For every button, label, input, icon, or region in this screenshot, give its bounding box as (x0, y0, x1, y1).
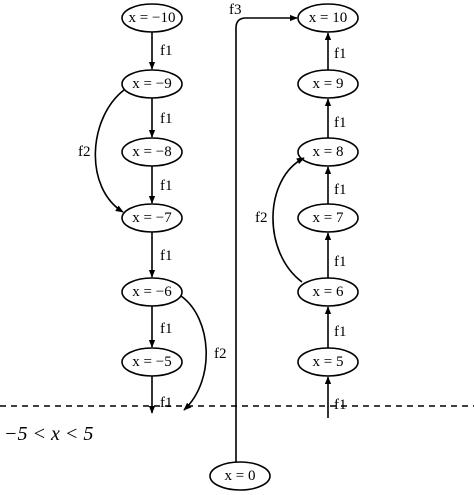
node-label: x = 8 (313, 144, 344, 160)
node-x-minus-6: x = −6 (121, 277, 183, 307)
edge-label-f3: f3 (229, 2, 242, 18)
edge-label-f2: f2 (214, 346, 227, 362)
node-x-5: x = 5 (297, 347, 359, 377)
edge-label-f1: f1 (334, 324, 347, 340)
node-x-6: x = 6 (297, 277, 359, 307)
edge-label-f1: f1 (160, 178, 173, 194)
region-label: −5 < x < 5 (4, 423, 93, 445)
edge-f3-0-10 (235, 14, 298, 462)
edge-label-f1: f1 (160, 395, 173, 411)
node-label: x = 7 (313, 210, 344, 226)
edge-label-f1: f1 (160, 321, 173, 337)
node-x-9: x = 9 (297, 69, 359, 99)
node-x-0: x = 0 (209, 461, 271, 491)
edge-label-f1: f1 (160, 43, 173, 59)
node-x-minus-7: x = −7 (121, 203, 183, 233)
node-x-10: x = 10 (297, 3, 359, 33)
node-x-minus-8: x = −8 (121, 137, 183, 167)
node-x-8: x = 8 (297, 137, 359, 167)
edge-f2-6-8 (272, 157, 305, 283)
node-label: x = 0 (225, 468, 256, 484)
edge-f2-minus6-region (180, 295, 207, 411)
edge-label-f1: f1 (334, 254, 347, 270)
node-label: x = −7 (132, 210, 172, 226)
node-label: x = 9 (313, 76, 344, 92)
edge-label-f1: f1 (160, 111, 173, 127)
node-label: x = −10 (129, 10, 176, 26)
edge-label-f1: f1 (334, 46, 347, 62)
node-x-minus-10: x = −10 (121, 3, 183, 33)
node-label: x = 10 (309, 10, 347, 26)
node-x-minus-9: x = −9 (121, 69, 183, 99)
node-label: x = −8 (132, 144, 171, 160)
edge-f2-minus9-minus7 (94, 89, 125, 213)
node-label: x = 6 (313, 284, 344, 300)
edge-label-f1: f1 (334, 397, 347, 413)
edge-label-f1: f1 (160, 248, 173, 264)
node-label: x = −5 (132, 354, 171, 370)
node-x-7: x = 7 (297, 203, 359, 233)
edge-label-f1: f1 (334, 115, 347, 131)
node-label: x = 5 (313, 354, 344, 370)
node-label: x = −6 (132, 284, 172, 300)
node-x-minus-5: x = −5 (121, 347, 183, 377)
node-label: x = −9 (132, 76, 171, 92)
edge-label-f2: f2 (255, 210, 268, 226)
edge-label-f1: f1 (334, 182, 347, 198)
edge-label-f2: f2 (78, 144, 91, 160)
